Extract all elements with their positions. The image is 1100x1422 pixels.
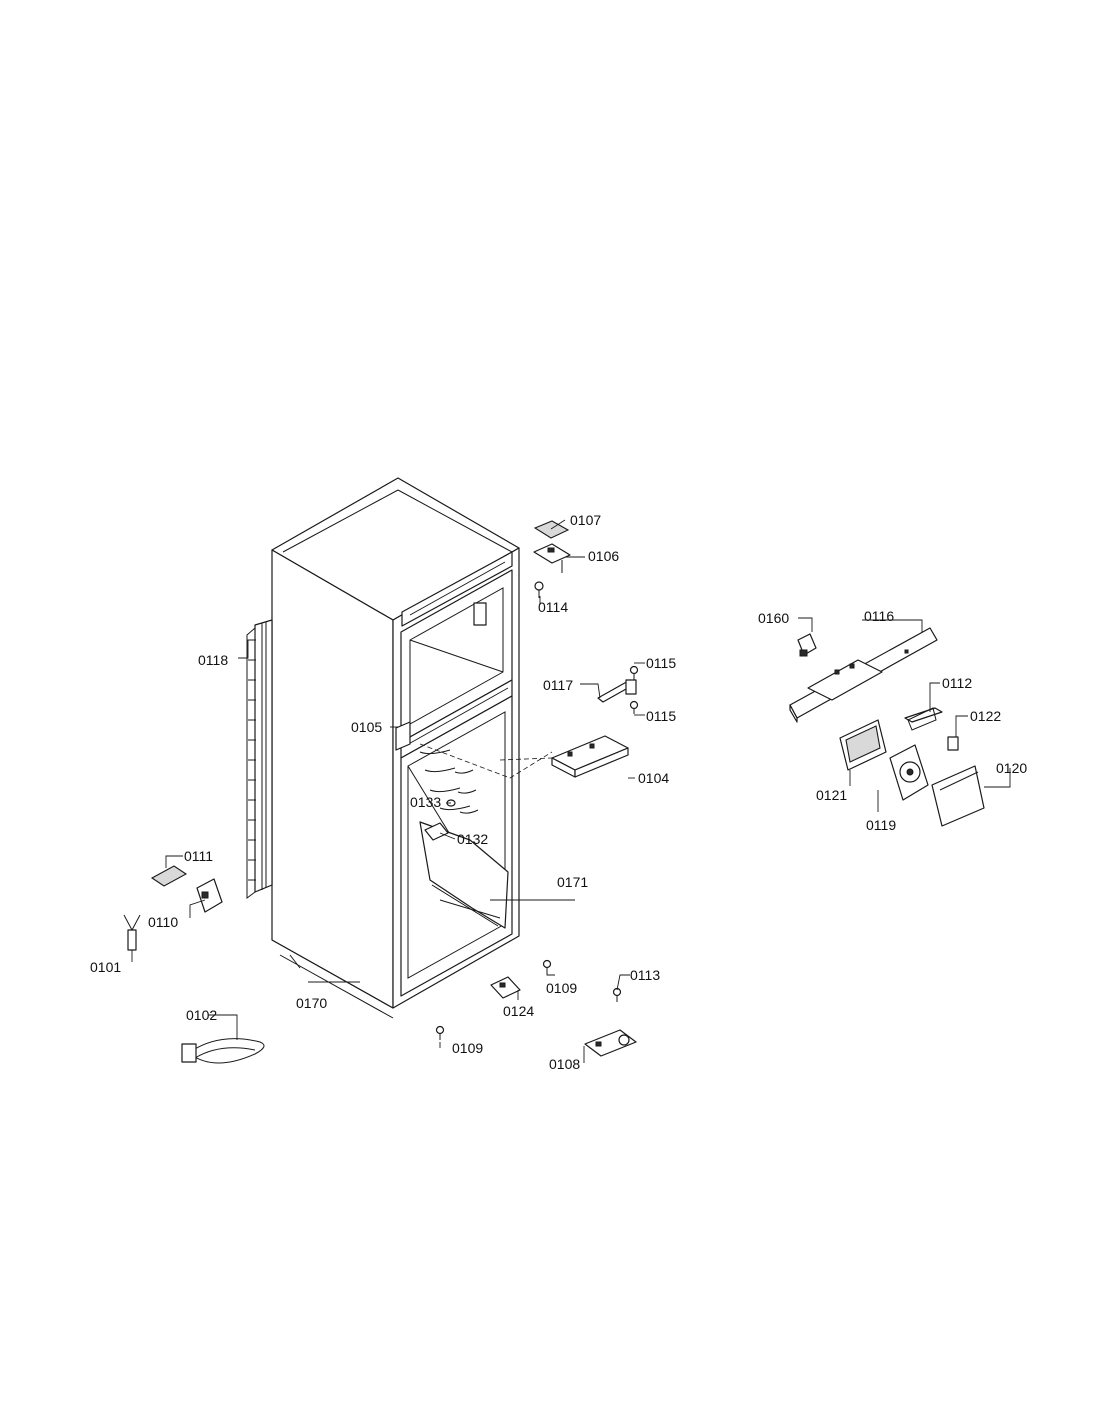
callout-0124: 0124 — [503, 1003, 534, 1019]
hinge-cover-part — [533, 520, 570, 539]
callout-0108: 0108 — [549, 1056, 580, 1072]
lamp-cover-part — [424, 822, 449, 841]
thermostat-part — [797, 633, 817, 657]
relay-cover-part — [150, 865, 188, 887]
callout-0107: 0107 — [570, 512, 601, 528]
callout-0115-lower: 0115 — [646, 708, 676, 724]
fan-motor-part — [889, 744, 929, 801]
fan-cover-part — [931, 765, 985, 827]
screw-part-c — [612, 987, 622, 1002]
callout-0171: 0171 — [557, 874, 588, 890]
callout-0110: 0110 — [148, 914, 178, 930]
callout-0120: 0120 — [996, 760, 1027, 776]
divider-strip-part — [395, 721, 411, 751]
callout-0105: 0105 — [351, 719, 382, 735]
leader-lines — [131, 519, 1011, 1063]
callout-0132: 0132 — [457, 831, 488, 847]
callout-0112: 0112 — [942, 675, 972, 691]
callout-0133: 0133 — [410, 794, 441, 810]
callout-labels: 0107 0106 0114 0160 0116 0118 0115 0117 … — [90, 512, 1027, 1072]
callout-0106: 0106 — [588, 548, 619, 564]
control-panel-part — [551, 735, 629, 778]
fan-grille-part — [839, 719, 887, 771]
power-cord-part — [181, 1038, 265, 1064]
hinge-screw-upper-part — [629, 665, 639, 680]
callout-0118: 0118 — [198, 652, 228, 668]
callout-0116: 0116 — [864, 608, 894, 624]
middle-hinge-part — [597, 679, 637, 703]
callout-0109-upper: 0109 — [546, 980, 577, 996]
small-clip-part — [947, 736, 959, 751]
bracket-part — [904, 707, 943, 731]
relay-part — [196, 878, 223, 913]
callout-0104: 0104 — [638, 770, 669, 786]
callout-0122: 0122 — [970, 708, 1001, 724]
callout-0102: 0102 — [186, 1007, 217, 1023]
callout-0113: 0113 — [630, 967, 660, 983]
control-housing-part — [789, 627, 938, 723]
hinge-screw-part — [534, 581, 544, 598]
callout-0114: 0114 — [538, 599, 568, 615]
callout-0101: 0101 — [90, 959, 121, 975]
top-hinge-part — [533, 543, 571, 573]
callout-0119: 0119 — [866, 817, 896, 833]
condenser-grille — [246, 619, 273, 899]
hinge-screw-lower-part — [629, 700, 639, 714]
callout-0170: 0170 — [296, 995, 327, 1011]
callout-0115-upper: 0115 — [646, 655, 676, 671]
callout-0109-lower: 0109 — [452, 1040, 483, 1056]
callout-0160: 0160 — [758, 610, 789, 626]
bottom-hinge-part — [584, 1029, 637, 1057]
callout-0111: 0111 — [184, 848, 213, 864]
screw-part-a — [542, 959, 552, 974]
refrigerator-cabinet — [271, 477, 520, 1019]
callout-0117: 0117 — [543, 677, 573, 693]
capillary-sensor-part — [123, 914, 141, 951]
screw-part-b — [435, 1025, 445, 1040]
callout-0121: 0121 — [816, 787, 847, 803]
leveling-foot-part — [490, 976, 521, 999]
